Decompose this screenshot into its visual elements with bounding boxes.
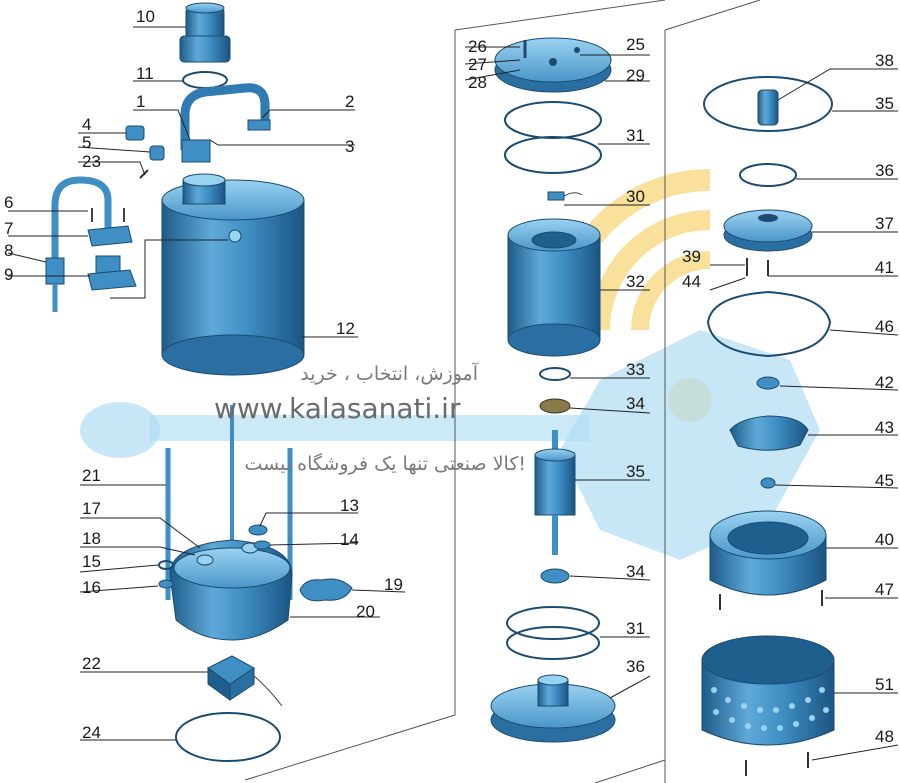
bearing-housing-36 xyxy=(490,674,616,743)
bearing-34b xyxy=(540,568,570,584)
label-36: 36 xyxy=(626,657,645,676)
label-12: 12 xyxy=(336,319,355,338)
seal-cover-39 xyxy=(723,209,813,252)
label-28: 28 xyxy=(468,73,487,92)
rotor-35 xyxy=(534,430,576,555)
strainer-51 xyxy=(701,635,835,746)
label-44: 42 xyxy=(875,373,894,392)
cable-inlet-8 xyxy=(45,257,65,285)
watermark-url: www.kalasanati.ir xyxy=(214,392,461,425)
lower-cover-20 xyxy=(169,539,293,641)
motor-housing xyxy=(161,173,305,376)
label-40: 38 xyxy=(875,51,894,70)
label-45: 43 xyxy=(875,418,894,437)
label-27: 27 xyxy=(468,55,487,74)
label-3: 3 xyxy=(345,137,354,156)
label-31b: 31 xyxy=(626,619,645,638)
label-49: 47 xyxy=(875,580,894,599)
label-9: 9 xyxy=(4,265,13,284)
label-7: 7 xyxy=(4,219,13,238)
label-34a: 34 xyxy=(626,394,645,413)
label-10: 10 xyxy=(136,7,155,26)
mechanical-seal-40 xyxy=(757,89,779,126)
sleeve-44 xyxy=(756,376,780,390)
label-51: 51 xyxy=(875,675,894,694)
label-23: 23 xyxy=(82,152,101,171)
handle-bracket xyxy=(181,139,211,163)
label-43: 41 xyxy=(875,258,894,277)
circlip-33 xyxy=(539,367,571,381)
label-39: 37 xyxy=(875,214,894,233)
label-16: 16 xyxy=(82,578,101,597)
label-2: 2 xyxy=(345,92,354,111)
top-cover-29 xyxy=(494,37,612,93)
label-29: 29 xyxy=(626,66,645,85)
label-4: 4 xyxy=(82,115,91,134)
label-42: 40 xyxy=(875,530,894,549)
flange-7 xyxy=(87,225,133,247)
discharge-connector xyxy=(179,2,231,63)
label-25: 25 xyxy=(626,35,645,54)
gasket-19 xyxy=(299,578,353,602)
clamp-5 xyxy=(149,145,165,161)
impeller-45 xyxy=(729,415,809,451)
stator-32 xyxy=(507,218,601,357)
o-ring-24 xyxy=(175,712,281,762)
label-1: 1 xyxy=(136,92,145,111)
label-41: 39 xyxy=(682,247,701,266)
label-33: 33 xyxy=(626,360,645,379)
label-46: 44 xyxy=(682,272,701,291)
part-labels: 10 11 1 2 3 4 5 23 6 7 8 9 12 21 17 18 1… xyxy=(4,7,894,746)
bearing-34a xyxy=(539,398,571,414)
label-35: 35 xyxy=(626,462,645,481)
label-21: 21 xyxy=(82,466,101,485)
label-19: 19 xyxy=(384,575,403,594)
label-22: 22 xyxy=(82,654,101,673)
lifting-handle xyxy=(180,83,270,150)
label-5: 5 xyxy=(82,133,91,152)
o-ring-11 xyxy=(182,71,228,89)
cable-tube xyxy=(51,176,112,260)
gasket-48 xyxy=(706,290,832,358)
watermark-slogan: آموزش، انتخاب ، خرید xyxy=(300,361,478,385)
label-32: 32 xyxy=(626,272,645,291)
label-26: 26 xyxy=(468,37,487,56)
cable-gland-4 xyxy=(125,125,145,141)
watermark-tagline: کالا صنعتی تنها یک فروشگاه نیست! xyxy=(245,452,526,475)
site-watermark: آموزش، انتخاب ، خرید www.kalasanati.ir ک… xyxy=(214,361,526,475)
label-14: 14 xyxy=(340,530,359,549)
label-37: 35 xyxy=(875,94,894,113)
washer-13 xyxy=(248,524,268,536)
leader-lines xyxy=(7,26,899,761)
panel-frames xyxy=(244,0,761,783)
logo-watermark xyxy=(80,169,820,560)
label-30: 30 xyxy=(626,187,645,206)
label-24: 24 xyxy=(82,723,101,742)
label-47: 45 xyxy=(875,471,894,490)
label-20: 20 xyxy=(356,602,375,621)
label-48: 46 xyxy=(875,317,894,336)
ring-38 xyxy=(739,163,797,187)
label-17: 17 xyxy=(82,499,101,518)
label-13: 13 xyxy=(340,496,359,515)
o-ring-37 xyxy=(703,76,833,132)
label-18: 18 xyxy=(82,529,101,548)
pump-casing-42 xyxy=(709,510,827,596)
label-50: 48 xyxy=(875,727,894,746)
label-34b: 34 xyxy=(626,562,645,581)
label-38: 36 xyxy=(875,161,894,180)
thermal-protector-30 xyxy=(547,191,565,201)
label-11: 11 xyxy=(136,64,154,83)
label-15: 15 xyxy=(82,552,101,571)
o-ring-31a xyxy=(504,101,602,139)
nut-47 xyxy=(760,477,776,489)
label-6: 6 xyxy=(4,193,13,212)
label-8: 8 xyxy=(4,241,13,260)
label-31a: 31 xyxy=(626,126,645,145)
